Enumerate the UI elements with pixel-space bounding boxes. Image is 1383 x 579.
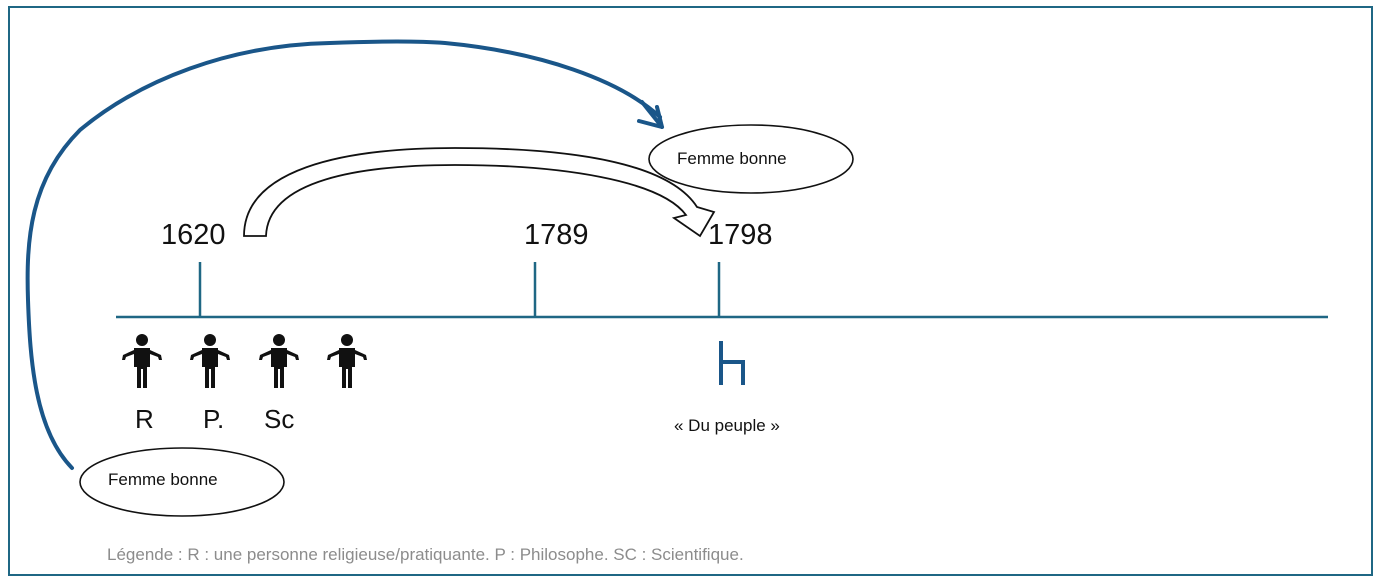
person-icon: [259, 334, 299, 388]
year-label-1789: 1789: [524, 219, 589, 251]
ellipse-top: [648, 124, 854, 194]
hollow-arrow: [243, 147, 716, 238]
person-icon: [327, 334, 367, 388]
person-label-p: P.: [203, 404, 225, 434]
year-label-1620: 1620: [161, 219, 226, 251]
ellipse-bottom: [79, 447, 285, 517]
person-label-sc: Sc: [264, 404, 295, 434]
person-icon: [190, 334, 230, 388]
long-arrow-head: [637, 100, 664, 129]
diagram-frame: [8, 6, 1373, 576]
legend-text: Légende : R : une personne religieuse/pr…: [107, 545, 744, 564]
year-label-1798: 1798: [708, 219, 773, 251]
ellipse-top-text: Femme bonne: [677, 149, 787, 168]
long-arrow: [25, 39, 662, 470]
person-label-r: R: [135, 404, 154, 434]
person-icon: [122, 334, 162, 388]
peuple-symbol-icon: [719, 341, 745, 385]
peuple-label: « Du peuple »: [674, 416, 780, 435]
ellipse-bottom-text: Femme bonne: [108, 470, 218, 489]
